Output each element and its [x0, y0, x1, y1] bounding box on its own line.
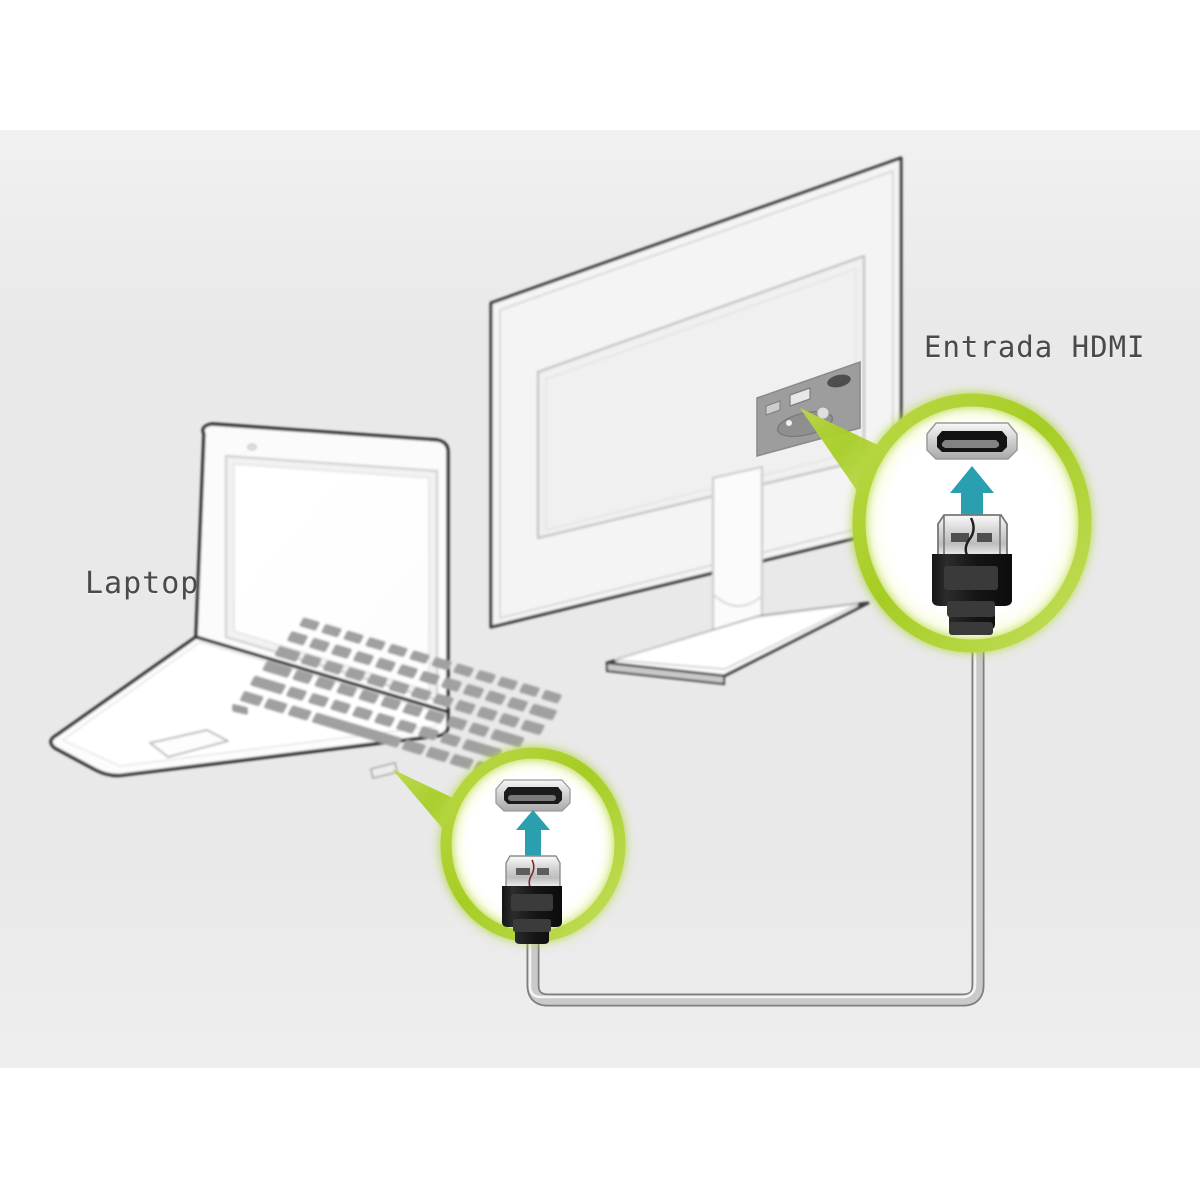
laptop-keyboard	[0, 0, 16, 9]
laptop-callout-hdmi-port	[495, 779, 571, 812]
monitor-base-front-edge	[606, 661, 725, 686]
laptop-keyboard-keys	[232, 703, 248, 715]
laptop-callout-up-arrow	[516, 810, 550, 856]
laptop	[0, 0, 562, 779]
hdmi-cable-core	[528, 635, 983, 1005]
monitor-callout-ring	[852, 393, 1092, 653]
hdmi-cable	[526, 633, 985, 1007]
laptop-hdmi-port	[370, 762, 398, 779]
monitor-base-top	[614, 603, 859, 670]
hdmi-cable-highlight	[528, 638, 977, 999]
monitor-stand	[605, 465, 870, 686]
monitor-callout[interactable]	[800, 393, 1092, 653]
monitor-port-label: Entrada HDMI	[924, 330, 1146, 364]
monitor-callout-hdmi-port	[926, 422, 1018, 460]
monitor-port-slot-2	[789, 387, 811, 407]
laptop-keys-grid	[239, 617, 562, 777]
laptop-callout-hdmi-plug	[502, 855, 562, 944]
laptop-callout[interactable]	[392, 747, 626, 944]
monitor-port-slot-1	[827, 374, 851, 388]
monitor-callout-hdmi-plug	[932, 514, 1012, 635]
laptop-webcam	[247, 443, 257, 451]
monitor-port-slot-3	[765, 400, 781, 416]
laptop-trackpad	[149, 729, 229, 758]
monitor-callout-up-arrow	[950, 466, 994, 527]
laptop-label: Laptop	[85, 566, 200, 601]
